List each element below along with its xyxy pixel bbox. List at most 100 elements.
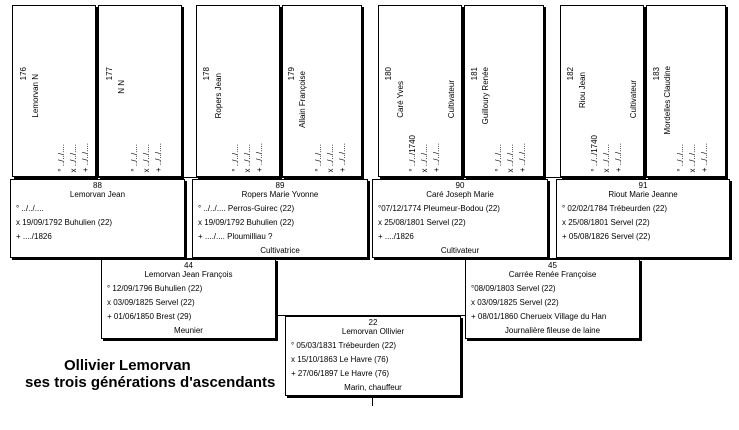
ancestor-name: Ropers Jean (214, 72, 223, 118)
ancestor-number: 22 (368, 318, 378, 327)
ancestor-number: 91 (638, 181, 648, 190)
birth-date: ° ../../1740 (590, 135, 599, 172)
birth-date: ° ../../.... (676, 144, 685, 172)
ancestor-name: Lemorvan Ollivier (341, 327, 405, 336)
ancestor-name: Riout Marie Jeanne (608, 190, 678, 199)
connector-line (55, 177, 329, 178)
ancestor-name: Lemorvan N (31, 74, 40, 118)
birth-date: °08/09/1803 Servel (22) (471, 284, 556, 293)
marriage-date: x ../../.... (420, 143, 429, 172)
ancestor-name: Lemorvan Jean (69, 190, 126, 199)
marriage-date: x 19/09/1792 Buhulien (22) (16, 218, 113, 227)
ancestor-box-176: 176 Lemorvan N ° ../../.... x ../../....… (12, 5, 96, 177)
ancestor-number: 89 (275, 181, 285, 190)
ancestor-name: Ropers Marie Yvonne (241, 190, 319, 199)
marriage-date: x ../../.... (506, 143, 515, 172)
ancestor-number: 88 (93, 181, 102, 190)
ancestor-box-183: 183 Mordelles Claudine ° ../../.... x ..… (646, 5, 726, 177)
marriage-date: x 25/08/1801 Servel (22) (378, 218, 466, 227)
occupation: Meunier (174, 326, 203, 335)
occupation: Journalière fileuse de laine (504, 326, 601, 335)
ancestor-box-44: 44 Lemorvan Jean François ° 12/09/1796 B… (101, 259, 276, 339)
marriage-date: x 19/09/1792 Buhulien (22) (198, 218, 295, 227)
ancestor-name: Carrée Renée Françoise (508, 270, 597, 279)
ancestor-number: 180 (384, 66, 393, 80)
ancestor-name: Mordelles Claudine (663, 65, 672, 134)
ancestor-name: Caré Joseph Marie (426, 190, 494, 199)
ancestor-box-178: 178 Ropers Jean ° ../../.... x ../../...… (196, 5, 280, 177)
ancestor-box-91: 91 Riout Marie Jeanne ° 02/02/1784 Trébe… (556, 179, 730, 258)
occupation: Cultivateur (629, 79, 638, 118)
death-date: + ../../.... (154, 142, 163, 172)
ancestor-box-180: 180 Caré Yves ° ../../1740 x ../../.... … (378, 5, 462, 177)
death-date: + 05/08/1826 Servel (22) (562, 232, 651, 241)
ancestor-number: 45 (548, 261, 557, 270)
connector-line (464, 258, 649, 259)
ancestor-number: 44 (184, 261, 193, 270)
birth-date: ° ../../.... (314, 144, 323, 172)
death-date: + ..../1826 (378, 232, 414, 241)
ancestor-box-45: 45 Carrée Renée Françoise °08/09/1803 Se… (465, 259, 640, 339)
ancestor-box-181: 181 Guilloury Renée ° ../../.... x ../..… (464, 5, 544, 177)
death-date: + ../../.... (81, 142, 90, 172)
death-date: + ..../.... Ploumilliau ? (198, 232, 273, 241)
ancestor-name: Allain Françoise (298, 71, 307, 128)
birth-date: ° ../../.... Perros-Guirec (22) (198, 204, 295, 213)
death-date: + ..../1826 (16, 232, 52, 241)
death-date: + 01/06/1850 Brest (29) (107, 312, 192, 321)
death-date: + ../../.... (338, 142, 347, 172)
ancestor-name: Caré Yves (396, 81, 405, 118)
occupation: Cultivateur (447, 79, 456, 118)
death-date: + 27/06/1897 Le Havre (76) (291, 369, 390, 378)
marriage-date: x 03/09/1825 Servel (22) (107, 298, 195, 307)
ancestor-number: 182 (566, 66, 575, 80)
marriage-date: x 03/09/1825 Servel (22) (471, 298, 559, 307)
marriage-date: x ../../.... (326, 143, 335, 172)
birth-date: ° 12/09/1796 Buhulien (22) (107, 284, 203, 293)
ancestor-box-182: 182 Riou Jean ° ../../1740 x ../../.... … (560, 5, 644, 177)
tree-title-line2: ses trois générations d'ascendants (25, 374, 276, 391)
ancestor-box-177: 177 N N ° ../../.... x ../../.... + ../.… (98, 5, 182, 177)
ancestor-name: Guilloury Renée (481, 66, 490, 124)
ancestor-box-22: 22 Lemorvan Ollivier ° 05/03/1831 Trébeu… (285, 316, 461, 396)
death-date: + ../../.... (700, 142, 709, 172)
ancestor-number: 178 (202, 66, 211, 80)
occupation: Cultivatrice (260, 246, 300, 255)
ancestor-number: 90 (455, 181, 465, 190)
birth-date: ° ../../1740 (408, 135, 417, 172)
marriage-date: x 25/08/1801 Servel (22) (562, 218, 650, 227)
ancestor-name: Lemorvan Jean François (144, 270, 233, 279)
birth-date: ° ../../.... (231, 144, 240, 172)
birth-date: °07/12/1774 Pleumeur-Bodou (22) (378, 204, 500, 213)
connector-line (96, 258, 243, 259)
ancestor-name: N N (117, 80, 126, 94)
marriage-date: x ../../.... (688, 143, 697, 172)
ancestor-name: Riou Jean (578, 71, 587, 108)
ancestor-number: 183 (652, 66, 661, 80)
ancestor-box-179: 179 Allain Françoise ° ../../.... x ../.… (282, 5, 362, 177)
marriage-date: x ../../.... (69, 143, 78, 172)
birth-date: ° ../../.... (130, 144, 139, 172)
death-date: + ../../.... (518, 142, 527, 172)
birth-date: ° 05/03/1831 Trébeurden (22) (291, 341, 397, 350)
birth-date: ° ../../.... (494, 144, 503, 172)
ancestor-box-89: 89 Ropers Marie Yvonne ° ../../.... Perr… (192, 179, 368, 258)
ancestor-box-88: 88 Lemorvan Jean ° ../../.... x 19/09/17… (10, 179, 185, 258)
connector-line (425, 177, 705, 178)
death-date: + 08/01/1860 Cherueix Village du Han (471, 312, 607, 321)
connector-line (372, 396, 373, 406)
ancestor-number: 176 (19, 66, 28, 80)
birth-date: ° ../../.... (16, 204, 44, 213)
death-date: + ../../.... (432, 142, 441, 172)
death-date: + ../../.... (255, 142, 264, 172)
ancestor-number: 179 (287, 66, 296, 80)
tree-title-line1: Ollivier Lemorvan (64, 357, 191, 374)
marriage-date: x 15/10/1863 Le Havre (76) (291, 355, 389, 364)
death-date: + ../../.... (614, 142, 623, 172)
occupation: Marin, chauffeur (344, 383, 402, 392)
marriage-date: x ../../.... (142, 143, 151, 172)
ancestor-box-90: 90 Caré Joseph Marie °07/12/1774 Pleumeu… (372, 179, 548, 258)
marriage-date: x ../../.... (602, 143, 611, 172)
connector-line (186, 315, 558, 316)
